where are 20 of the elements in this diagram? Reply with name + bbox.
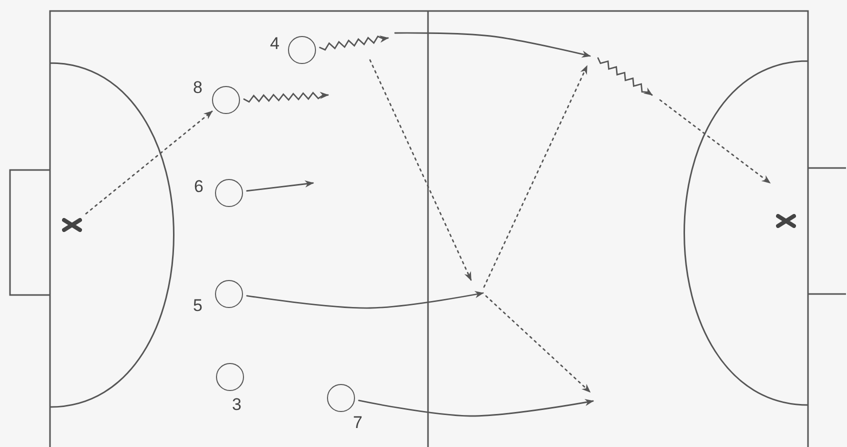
player-number: 3 xyxy=(232,396,242,413)
player-circle xyxy=(216,363,244,391)
run-arrow xyxy=(246,180,314,192)
player-number: 4 xyxy=(270,35,280,52)
player-circle xyxy=(215,280,243,308)
player-number: 5 xyxy=(193,297,202,314)
run-arrow xyxy=(358,398,594,417)
player-circle xyxy=(215,179,243,207)
player-circle xyxy=(212,86,240,114)
cross-mark xyxy=(776,214,796,228)
player-number: 8 xyxy=(193,79,202,96)
pass-arrow xyxy=(85,110,213,214)
player-circle xyxy=(288,36,316,64)
player-circle xyxy=(327,384,355,412)
cross-mark xyxy=(62,218,82,232)
run-arrow xyxy=(246,290,484,309)
player-number: 6 xyxy=(194,178,204,195)
dribble-arrow xyxy=(243,92,329,103)
dribble-arrow xyxy=(319,36,389,51)
player-number: 7 xyxy=(353,414,362,431)
